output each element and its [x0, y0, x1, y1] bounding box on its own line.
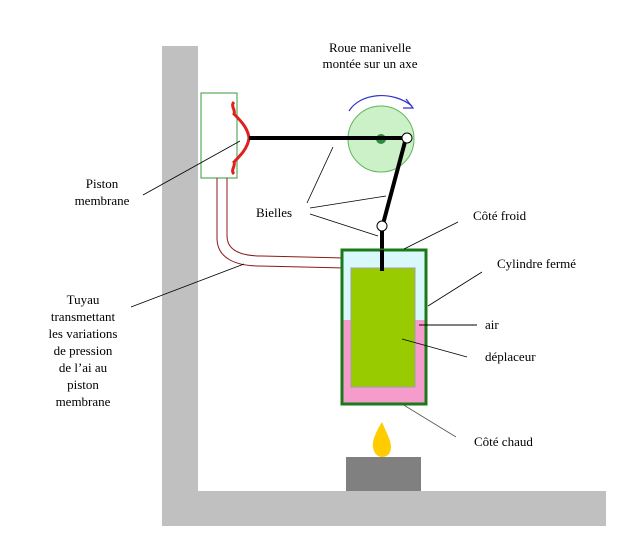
rotation-arrowhead: [403, 98, 415, 109]
label-tuyau-7: membrane: [56, 394, 111, 409]
label-tuyau-1: Tuyau: [67, 292, 100, 307]
label-cote-froid: Côté froid: [473, 208, 527, 223]
leader-deplaceur: [401, 338, 468, 358]
label-tuyau-4: de pression: [54, 343, 113, 358]
rotation-arrow-icon: [348, 94, 413, 112]
label-tuyau-5: de l’ai au: [59, 360, 108, 375]
leader-bielles-2: [309, 195, 387, 209]
title-line-1: Roue manivelle: [329, 40, 411, 55]
rod-joint: [376, 220, 388, 232]
label-piston-1: Piston: [86, 176, 119, 191]
leader-cylindre: [427, 271, 483, 307]
leader-bielles-3: [309, 213, 379, 237]
piston-box: [200, 92, 238, 179]
title-line-2: montée sur un axe: [323, 56, 418, 71]
leader-piston: [142, 140, 241, 196]
label-cylindre: Cylindre fermé: [497, 256, 576, 271]
label-bielles: Bielles: [256, 205, 292, 220]
leader-tuyau: [130, 263, 245, 308]
frame-base: [162, 491, 606, 526]
leader-bielles-1: [306, 146, 334, 204]
leader-cote-chaud: [401, 403, 457, 438]
burner: [346, 457, 421, 491]
label-tuyau-6: piston: [67, 377, 99, 392]
frame-post: [162, 46, 198, 526]
label-tuyau-3: les variations: [49, 326, 118, 341]
label-piston-2: membrane: [75, 193, 130, 208]
leader-cote-froid: [403, 221, 459, 250]
pipe-outer: [216, 178, 346, 269]
crank-pin: [401, 132, 413, 144]
displacer: [350, 267, 416, 388]
flame-icon: [372, 422, 391, 457]
label-deplaceur: déplaceur: [485, 349, 536, 364]
pipe-inner: [226, 178, 346, 259]
displacer-rod-upper: [381, 137, 408, 225]
label-tuyau-2: transmettant: [51, 309, 116, 324]
label-air: air: [485, 317, 499, 332]
label-cote-chaud: Côté chaud: [474, 434, 533, 449]
